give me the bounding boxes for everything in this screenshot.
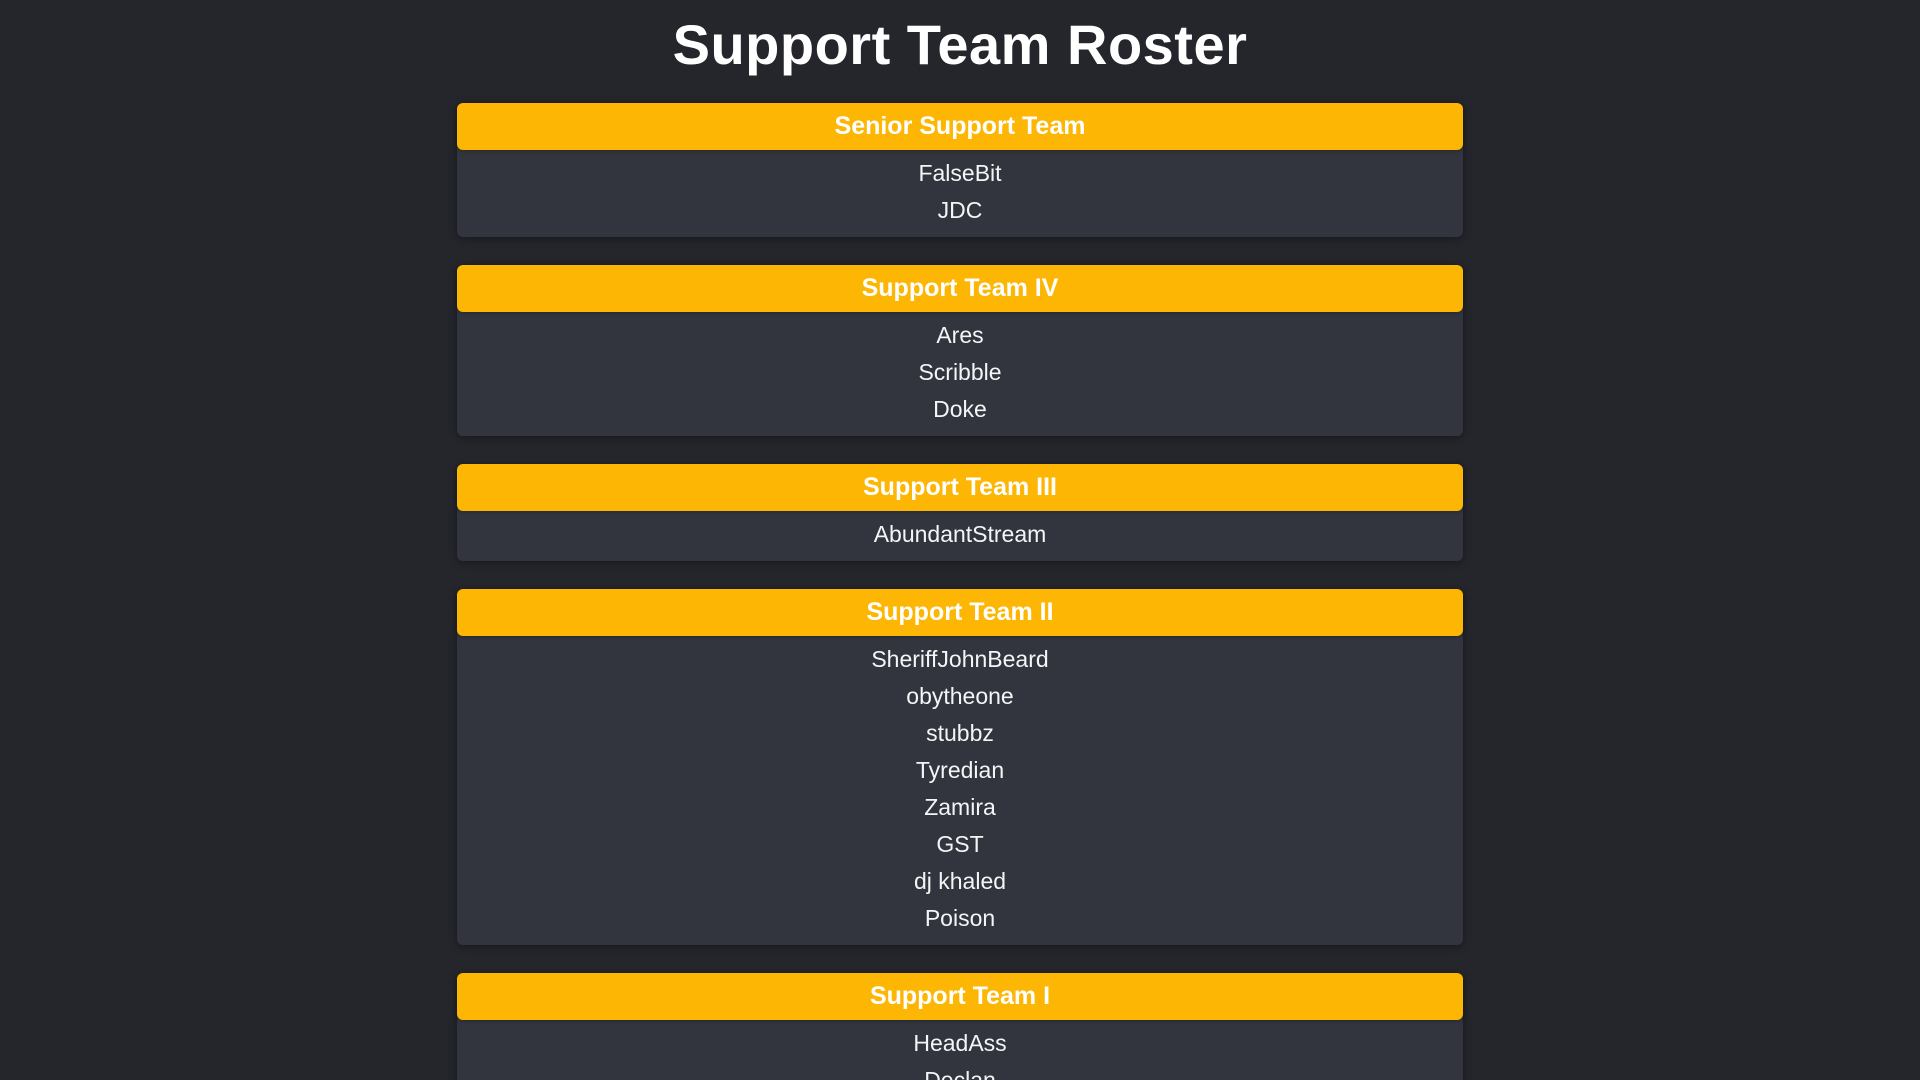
team-member: JDC (937, 197, 983, 223)
team-member: Ares (936, 322, 984, 348)
team-header: Support Team IV (457, 265, 1463, 312)
team-member: SheriffJohnBeard (871, 646, 1049, 672)
team-member: Declan (924, 1067, 996, 1080)
team-member: AbundantStream (873, 521, 1047, 547)
team-member: obytheone (906, 683, 1014, 709)
team-member: Zamira (924, 794, 996, 820)
team-member: GST (936, 831, 984, 857)
team-header: Senior Support Team (457, 103, 1463, 150)
team-member: dj khaled (913, 868, 1007, 894)
team-member: Poison (924, 905, 996, 931)
team-panel: Support Team I HeadAssDeclanCaloomClark (457, 973, 1463, 1080)
team-member: Doke (933, 396, 987, 422)
team-header: Support Team III (457, 464, 1463, 511)
team-panel: Support Team III AbundantStream (457, 464, 1463, 561)
team-header: Support Team II (457, 589, 1463, 636)
team-member: FalseBit (918, 160, 1002, 186)
team-member: HeadAss (913, 1030, 1007, 1056)
team-header: Support Team I (457, 973, 1463, 1020)
team-member: Tyredian (915, 757, 1005, 783)
team-members-list: HeadAssDeclanCaloomClark (457, 1020, 1463, 1080)
team-member: stubbz (926, 720, 994, 746)
page-title: Support Team Roster (672, 13, 1248, 76)
team-member: Scribble (918, 359, 1002, 385)
team-members-list: AbundantStream (457, 511, 1463, 561)
team-panel: Support Team II SheriffJohnBeard obytheon… (457, 589, 1463, 945)
